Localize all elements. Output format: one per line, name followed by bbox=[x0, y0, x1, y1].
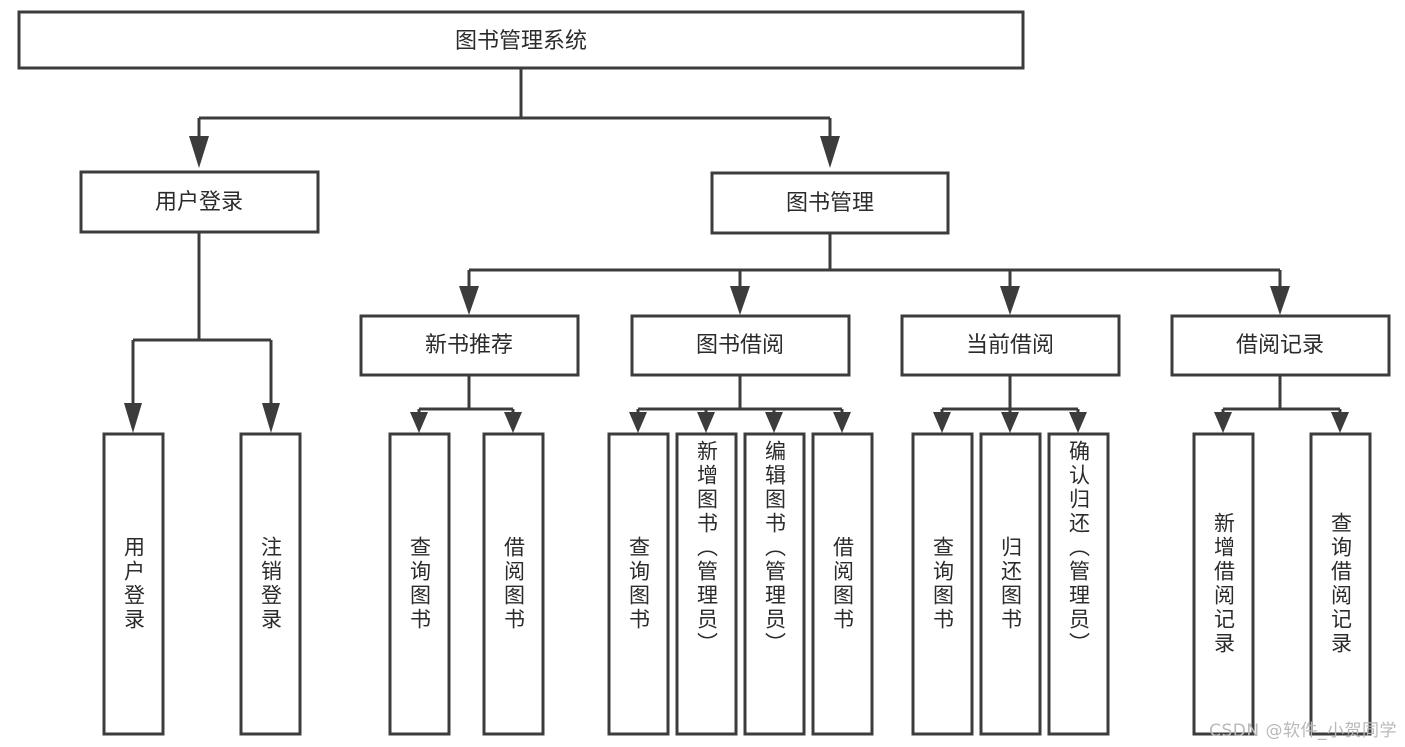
leaf-query-record-box[interactable] bbox=[1309, 432, 1372, 736]
arrow-to-book-borrow bbox=[730, 286, 750, 315]
node-borrow-record[interactable]: 借阅记录 bbox=[1170, 314, 1391, 377]
arrow-to-user-login bbox=[189, 136, 209, 168]
arrow-leaf-query-record bbox=[1331, 412, 1349, 433]
leaf-query-book-3-box[interactable] bbox=[911, 432, 974, 736]
arrow-leaf-add-book bbox=[697, 412, 715, 433]
arrow-leaf-borrow-book-2 bbox=[833, 412, 851, 433]
csdn-watermark: CSDN @软件_小贺同学 bbox=[1209, 721, 1397, 741]
new-book-rec-label: 新书推荐 bbox=[425, 333, 513, 358]
node-user-login[interactable]: 用户登录 bbox=[79, 170, 320, 234]
user-login-box[interactable] bbox=[79, 170, 320, 234]
arrow-to-borrow-record bbox=[1270, 286, 1290, 315]
node-current-borrow[interactable]: 当前借阅 bbox=[900, 314, 1121, 377]
arrow-to-new-book-rec bbox=[459, 286, 479, 315]
borrow-record-box[interactable] bbox=[1170, 314, 1391, 377]
arrow-leaf-query-book-3 bbox=[933, 412, 951, 433]
arrow-leaf-add-record bbox=[1214, 412, 1232, 433]
book-manage-box[interactable] bbox=[710, 171, 950, 235]
leaf-borrow-book-2-box[interactable] bbox=[811, 432, 874, 736]
user-login-label: 用户登录 bbox=[155, 190, 243, 215]
current-borrow-label: 当前借阅 bbox=[966, 333, 1054, 358]
arrow-leaf-logout bbox=[262, 403, 280, 433]
arrow-leaf-query-book-2 bbox=[629, 412, 647, 433]
arrow-leaf-return-book bbox=[1001, 412, 1019, 433]
leaf-query-book-2-box[interactable] bbox=[607, 432, 670, 736]
leaf-edit-book-box[interactable] bbox=[743, 432, 806, 736]
node-new-book-rec[interactable]: 新书推荐 bbox=[359, 314, 580, 377]
arrow-leaf-edit-book bbox=[765, 412, 783, 433]
leaf-user-login-box[interactable] bbox=[102, 432, 165, 736]
arrow-to-book-manage bbox=[820, 136, 840, 168]
leaf-borrow-book-1-box[interactable] bbox=[482, 432, 545, 736]
arrow-leaf-confirm-return bbox=[1069, 412, 1087, 433]
leaf-add-book-box[interactable] bbox=[675, 432, 738, 736]
leaf-logout-box[interactable] bbox=[239, 432, 302, 736]
book-manage-label: 图书管理 bbox=[786, 191, 874, 216]
node-book-manage[interactable]: 图书管理 bbox=[710, 171, 950, 235]
root-box[interactable] bbox=[17, 10, 1025, 70]
connector-layer bbox=[124, 68, 1349, 433]
node-book-borrow[interactable]: 图书借阅 bbox=[630, 314, 851, 377]
book-borrow-label: 图书借阅 bbox=[696, 333, 784, 358]
leaf-query-book-1-box[interactable] bbox=[388, 432, 451, 736]
leaf-add-record-box[interactable] bbox=[1192, 432, 1255, 736]
root-label: 图书管理系统 bbox=[455, 29, 587, 54]
borrow-record-label: 借阅记录 bbox=[1236, 333, 1324, 358]
node-root[interactable]: 图书管理系统 bbox=[17, 10, 1025, 70]
arrow-leaf-user-login bbox=[124, 403, 142, 433]
arrow-leaf-borrow-book-1 bbox=[504, 412, 522, 433]
book-borrow-box[interactable] bbox=[630, 314, 851, 377]
current-borrow-box[interactable] bbox=[900, 314, 1121, 377]
leaf-confirm-return-box[interactable] bbox=[1047, 432, 1110, 736]
arrow-leaf-query-book-1 bbox=[410, 412, 428, 433]
new-book-rec-box[interactable] bbox=[359, 314, 580, 377]
arrow-to-current-borrow bbox=[1000, 286, 1020, 315]
leaf-return-book-box[interactable] bbox=[979, 432, 1042, 736]
